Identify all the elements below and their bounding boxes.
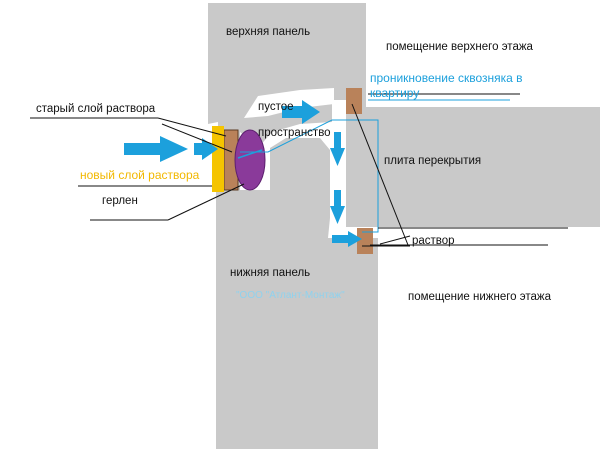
draft-path-line xyxy=(240,119,379,233)
label-lower-room: помещение нижнего этажа xyxy=(408,291,552,303)
mortar-lower xyxy=(357,228,373,254)
label-upper-room: помещение верхнего этажа xyxy=(386,41,533,53)
label-empty-space: пустое пространство xyxy=(258,101,331,139)
new-mortar-strip xyxy=(212,126,224,192)
arrow-right-icon xyxy=(194,138,218,160)
arrow-right-icon xyxy=(282,100,320,124)
gerlen-ellipse xyxy=(234,129,266,191)
label-mortar: раствор xyxy=(412,235,455,247)
arrow-right-icon xyxy=(332,231,362,247)
label-lower-panel: нижняя панель xyxy=(230,267,311,279)
label-slab: плита перекрытия xyxy=(384,155,482,167)
arrow-down-icon xyxy=(330,132,345,166)
label-upper-panel: верхняя панель xyxy=(226,26,311,38)
upper-panel-cutout xyxy=(244,88,334,118)
slab-shape xyxy=(346,107,600,227)
arrow-right-icon xyxy=(124,136,188,162)
label-gerlen: герлен xyxy=(102,195,138,207)
label-new-mortar: новый слой раствора xyxy=(80,168,200,182)
lower-panel-shape xyxy=(216,138,378,449)
arrow-down-icon xyxy=(330,190,345,224)
label-draft: проникновение сквозняка в квартиру xyxy=(370,71,523,100)
watermark-text: "ООО "Атлант-Монтаж" xyxy=(236,290,345,301)
mortar-upper xyxy=(346,88,362,114)
leader-lines xyxy=(30,93,568,247)
draft-inner-line xyxy=(237,149,263,159)
label-old-mortar: старый слой раствора xyxy=(36,103,156,115)
